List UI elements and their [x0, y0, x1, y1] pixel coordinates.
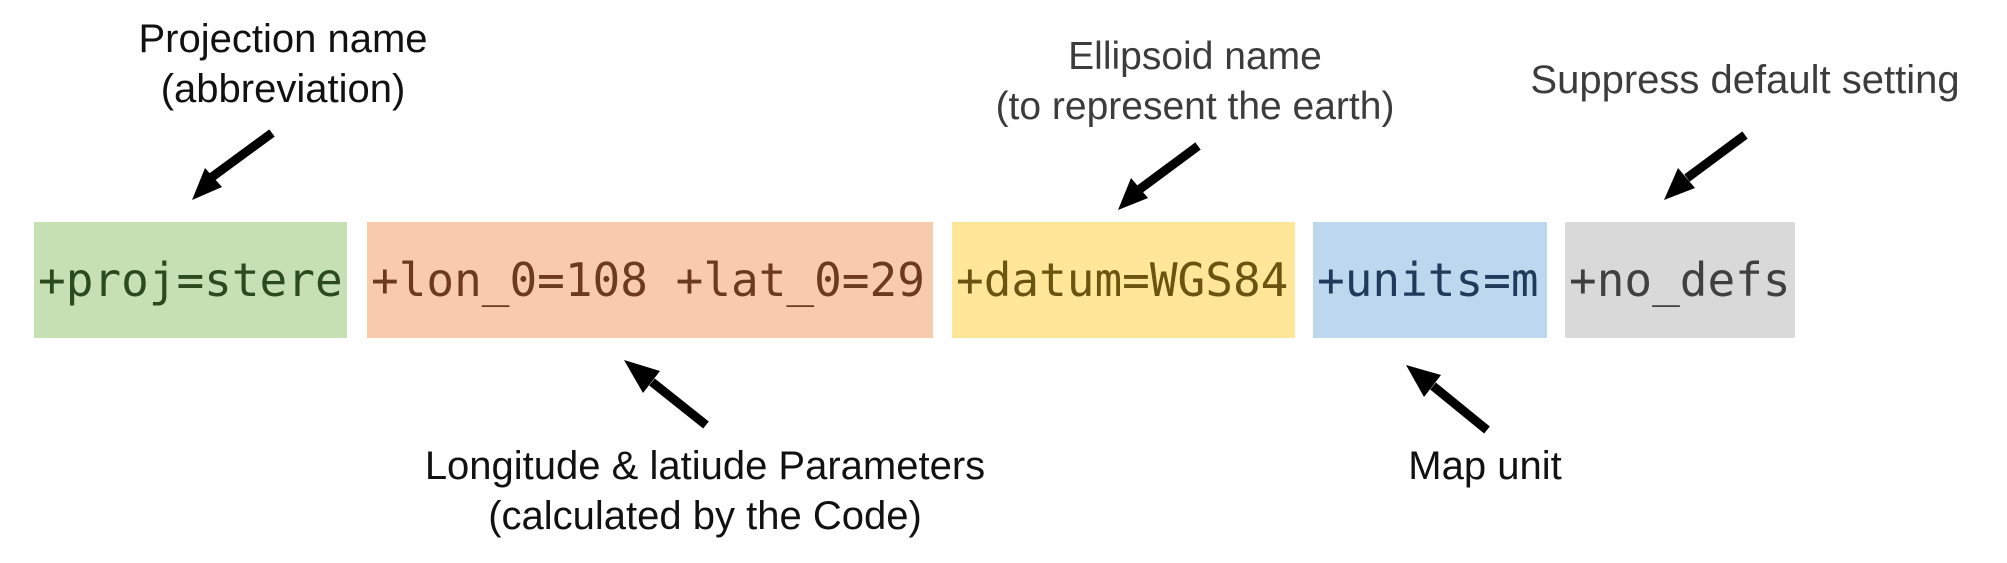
- label-ellipsoid-line1: Ellipsoid name: [1068, 35, 1322, 78]
- label-suppress-default: Suppress default setting: [1500, 55, 1990, 105]
- segment-lonlat-text: +lon_0=108 +lat_0=29: [371, 253, 925, 307]
- label-projection-line2: (abbreviation): [160, 67, 406, 111]
- label-map-unit: Map unit: [1380, 441, 1590, 491]
- segment-nodefs-text: +no_defs: [1569, 253, 1791, 307]
- segment-units-text: +units=m: [1317, 253, 1539, 307]
- arrow-mapunit-head: [1406, 365, 1441, 397]
- arrow-suppress-head: [1664, 168, 1695, 200]
- segment-nodefs: +no_defs: [1565, 222, 1795, 338]
- arrow-ellipsoid-head: [1118, 178, 1148, 210]
- label-suppress-line1: Suppress default setting: [1530, 58, 1960, 102]
- arrow-suppress-line: [1684, 131, 1748, 182]
- segment-datum-text: +datum=WGS84: [956, 253, 1289, 307]
- arrow-lonlat-line: [649, 378, 709, 429]
- label-lonlat-parameters: Longitude & latiude Parameters (calculat…: [380, 441, 1030, 541]
- arrow-mapunit-line: [1430, 382, 1490, 434]
- segment-lonlat: +lon_0=108 +lat_0=29: [367, 222, 933, 338]
- label-mapunit-line1: Map unit: [1408, 444, 1562, 488]
- label-lonlat-line1: Longitude & latiude Parameters: [424, 444, 986, 488]
- label-ellipsoid-line2: (to represent the earth): [995, 85, 1395, 128]
- segment-units: +units=m: [1313, 222, 1547, 338]
- segment-datum: +datum=WGS84: [952, 222, 1295, 338]
- segment-proj: +proj=stere: [34, 222, 347, 338]
- label-ellipsoid-name: Ellipsoid name (to represent the earth): [955, 32, 1435, 132]
- label-lonlat-line2: (calculated by the Code): [488, 494, 922, 538]
- arrow-projection-line: [209, 129, 275, 181]
- label-projection-name: Projection name (abbreviation): [102, 14, 464, 114]
- arrow-ellipsoid-line: [1137, 142, 1201, 193]
- arrow-lonlat-head: [624, 360, 660, 393]
- arrow-projection-head: [192, 168, 222, 200]
- label-projection-line1: Projection name: [138, 17, 428, 61]
- segment-proj-text: +proj=stere: [38, 253, 343, 307]
